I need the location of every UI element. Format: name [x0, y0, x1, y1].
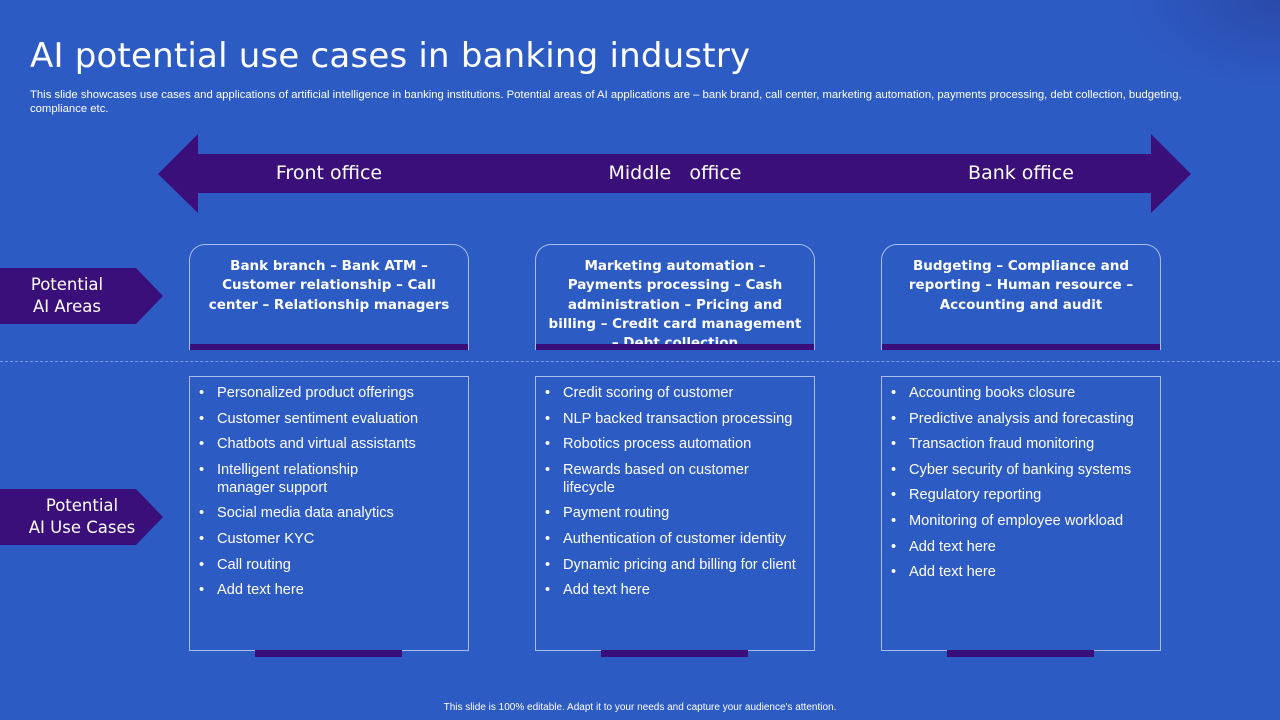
- list-item: Social media data analytics: [199, 504, 468, 522]
- areas-label-line1: Potential: [30, 275, 104, 294]
- list-item: Credit scoring of customer: [545, 384, 814, 402]
- office-span-arrow: [158, 134, 1191, 213]
- list-item: Regulatory reporting: [891, 486, 1160, 504]
- bank-office-areas-card: Budgeting – Compliance and reporting – H…: [881, 244, 1161, 350]
- list-item: Call routing: [199, 556, 468, 574]
- front-office-use-cases-list: Personalized product offerings Customer …: [190, 377, 468, 599]
- list-item: Add text here: [891, 563, 1160, 581]
- corner-decoration: [1120, 0, 1280, 90]
- list-item: Rewards based on customer lifecycle: [545, 461, 814, 497]
- middle-office-use-cases-card: Credit scoring of customer NLP backed tr…: [535, 376, 815, 651]
- card-accent-bar: [255, 650, 402, 657]
- use-cases-label-line2: AI Use Cases: [28, 518, 136, 537]
- list-item: Cyber security of banking systems: [891, 461, 1160, 479]
- list-item: Transaction fraud monitoring: [891, 435, 1160, 453]
- slide-title: AI potential use cases in banking indust…: [30, 36, 751, 76]
- bank-office-use-cases-card: Accounting books closure Predictive anal…: [881, 376, 1161, 651]
- card-accent-bar: [536, 344, 814, 350]
- list-item: Payment routing: [545, 504, 814, 522]
- card-accent-bar: [882, 344, 1160, 350]
- list-item: Chatbots and virtual assistants: [199, 435, 468, 453]
- bank-office-use-cases-list: Accounting books closure Predictive anal…: [882, 377, 1160, 581]
- section-divider: [0, 361, 1280, 362]
- list-item: Monitoring of employee workload: [891, 512, 1160, 530]
- list-item: Add text here: [545, 581, 814, 599]
- front-office-areas-card: Bank branch – Bank ATM – Customer relati…: [189, 244, 469, 350]
- use-cases-label-line1: Potential: [45, 496, 119, 515]
- card-accent-bar: [601, 650, 748, 657]
- areas-label-line2: AI Areas: [33, 297, 101, 316]
- middle-office-areas-text: Marketing automation – Payments processi…: [548, 258, 802, 350]
- slide-subtitle: This slide showcases use cases and appli…: [30, 89, 1182, 115]
- list-item: Authentication of customer identity: [545, 530, 814, 548]
- list-item: Accounting books closure: [891, 384, 1160, 402]
- list-item: Personalized product offerings: [199, 384, 468, 402]
- front-office-areas-text: Bank branch – Bank ATM – Customer relati…: [208, 258, 450, 313]
- potential-ai-use-cases-label: Potential AI Use Cases: [0, 489, 164, 545]
- list-item: Customer sentiment evaluation: [199, 410, 468, 428]
- middle-office-areas-card: Marketing automation – Payments processi…: [535, 244, 815, 350]
- front-office-use-cases-card: Personalized product offerings Customer …: [189, 376, 469, 651]
- list-item: Add text here: [199, 581, 468, 599]
- potential-ai-areas-label: Potential AI Areas: [0, 268, 164, 324]
- card-accent-bar: [190, 344, 468, 350]
- front-office-label: Front office: [275, 162, 383, 184]
- middle-office-use-cases-list: Credit scoring of customer NLP backed tr…: [536, 377, 814, 599]
- bank-office-label: Bank office: [968, 162, 1074, 184]
- list-item: Dynamic pricing and billing for client: [545, 556, 814, 574]
- list-item: Robotics process automation: [545, 435, 814, 453]
- list-item: Intelligent relationship manager support: [199, 461, 468, 497]
- list-item: Add text here: [891, 538, 1160, 556]
- bank-office-areas-text: Budgeting – Compliance and reporting – H…: [908, 258, 1134, 313]
- footer-note: This slide is 100% editable. Adapt it to…: [443, 702, 837, 713]
- list-item: Customer KYC: [199, 530, 468, 548]
- card-accent-bar: [947, 650, 1094, 657]
- list-item: NLP backed transaction processing: [545, 410, 814, 428]
- middle-office-label: Middle office: [608, 162, 742, 184]
- list-item: Predictive analysis and forecasting: [891, 410, 1160, 428]
